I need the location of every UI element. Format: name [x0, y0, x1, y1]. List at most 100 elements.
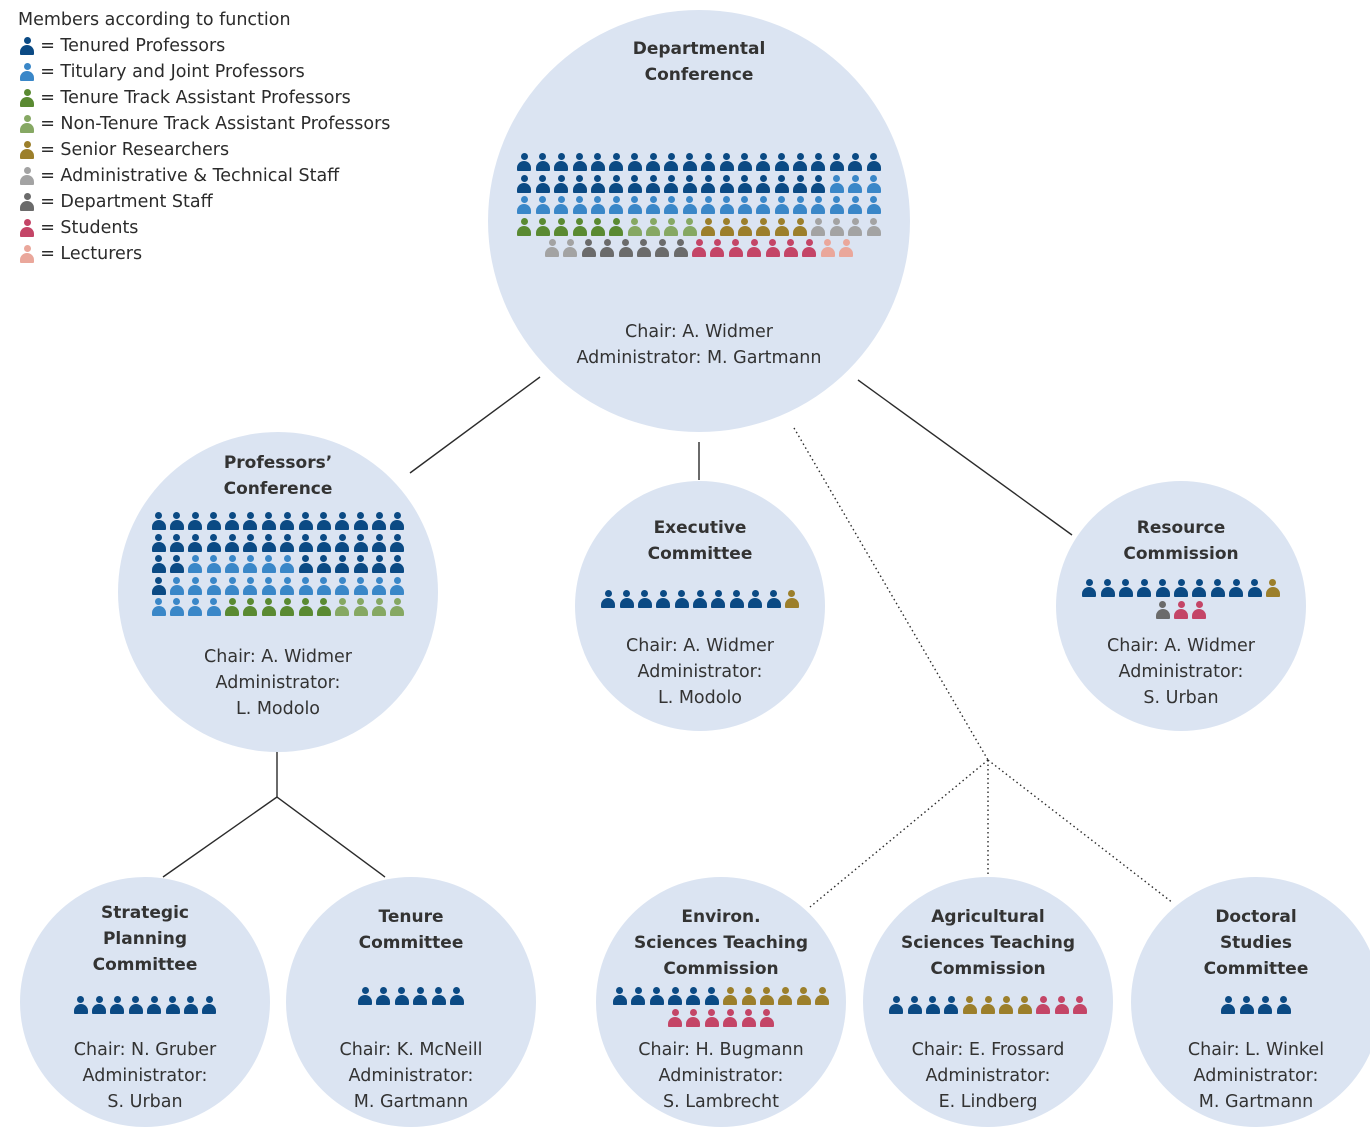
titulary-member-icon	[335, 576, 350, 595]
tenured-member-icon	[280, 512, 295, 530]
students-member-icon	[1192, 600, 1207, 619]
tenured-member-icon	[612, 987, 627, 1005]
tenured-member-icon	[637, 590, 652, 608]
body-title: Agricultural Sciences Teaching Commissio…	[900, 907, 1076, 979]
tenured-member-icon	[151, 555, 166, 573]
tenured-member-icon	[535, 174, 550, 193]
senior-member-icon	[759, 987, 774, 1005]
icon-row	[488, 196, 910, 218]
tenured-member-icon	[701, 153, 716, 171]
titulary-member-icon	[243, 576, 258, 595]
senior-member-icon	[741, 987, 756, 1005]
legend-label: = Tenured Professors	[40, 36, 226, 56]
titulary-member-icon	[774, 196, 789, 214]
titulary-member-icon	[243, 555, 258, 573]
students-member-icon	[759, 1008, 774, 1027]
dept-member-icon	[1155, 600, 1170, 619]
tenured-member-icon	[517, 153, 532, 171]
tenured-member-icon	[413, 987, 428, 1005]
lecturers-member-icon	[20, 245, 35, 263]
icon-row	[20, 996, 270, 1018]
senior-member-icon	[784, 590, 799, 608]
titulary-member-icon	[280, 576, 295, 595]
legend-label: = Students	[40, 218, 139, 238]
titulary-member-icon	[866, 196, 881, 214]
legend-items: = Tenured Professors= Titulary and Joint…	[18, 33, 390, 267]
ttap-member-icon	[280, 598, 295, 616]
admin-member-icon	[545, 239, 559, 257]
icon-row	[118, 512, 438, 534]
tenured-member-icon	[1192, 579, 1207, 597]
tenured-member-icon	[719, 153, 734, 171]
tenured-member-icon	[619, 590, 634, 608]
senior-member-icon	[999, 996, 1014, 1014]
tenured-member-icon	[811, 153, 826, 171]
tenured-member-icon	[554, 174, 569, 193]
icon-row	[118, 576, 438, 599]
legend-item-dept: = Department Staff	[18, 189, 390, 215]
tenured-member-icon	[390, 512, 405, 530]
admin-member-icon	[848, 217, 863, 236]
titulary-member-icon	[848, 196, 863, 214]
line-to-tenure	[276, 796, 386, 878]
titulary-member-icon	[188, 555, 203, 573]
titulary-member-icon	[169, 598, 184, 616]
nttap-member-icon	[20, 115, 35, 133]
resource-commission: Resource Commission Chair: A. Widmer Adm…	[1056, 481, 1306, 731]
students-member-icon	[728, 239, 743, 257]
titulary-member-icon	[848, 174, 863, 193]
tenured-member-icon	[1239, 996, 1254, 1014]
ttap-member-icon	[572, 217, 587, 236]
tenured-member-icon	[729, 590, 744, 608]
body-title: Tenure Committee	[358, 907, 464, 953]
tenured-member-icon	[517, 174, 532, 193]
titulary-member-icon	[756, 196, 771, 214]
legend-label: = Department Staff	[40, 192, 213, 212]
body-title: Resource Commission	[1123, 518, 1239, 564]
body-info: Chair: E. Frossard Administrator: E. Lin…	[911, 1040, 1065, 1112]
ttap-member-icon	[20, 89, 35, 107]
tenured-member-icon	[1276, 996, 1291, 1014]
students-member-icon	[765, 239, 780, 257]
tenured-member-icon	[353, 512, 368, 530]
students-member-icon	[686, 1008, 701, 1027]
ttap-member-icon	[609, 217, 624, 236]
icon-row	[118, 598, 438, 620]
tenured-member-icon	[431, 987, 446, 1005]
tenured-member-icon	[316, 512, 331, 530]
tenured-member-icon	[225, 512, 240, 530]
titulary-member-icon	[188, 576, 203, 595]
tenured-member-icon	[147, 996, 162, 1014]
titulary-member-icon	[590, 196, 605, 214]
students-member-icon	[704, 1008, 719, 1027]
tenured-member-icon	[682, 174, 697, 193]
titulary-member-icon	[316, 576, 331, 595]
body-info: Chair: L. Winkel Administrator: M. Gartm…	[1187, 1040, 1325, 1112]
tenured-member-icon	[535, 153, 550, 171]
titulary-member-icon	[280, 555, 295, 573]
tenured-member-icon	[183, 996, 198, 1014]
tenured-member-icon	[646, 153, 661, 171]
tenured-member-icon	[261, 512, 276, 530]
senior-member-icon	[1017, 996, 1032, 1014]
body-title: Departmental Conference	[632, 39, 766, 85]
admin-member-icon	[20, 167, 35, 185]
students-member-icon	[1072, 996, 1087, 1014]
tenured-member-icon	[889, 996, 904, 1014]
legend-item-ttap: = Tenure Track Assistant Professors	[18, 85, 390, 111]
tenured-member-icon	[1210, 579, 1225, 597]
tenured-member-icon	[169, 555, 184, 573]
tenured-member-icon	[572, 153, 587, 171]
tenured-member-icon	[243, 512, 258, 530]
legend-label: = Senior Researchers	[40, 140, 230, 160]
students-member-icon	[747, 239, 762, 257]
titulary-member-icon	[829, 196, 844, 214]
tenured-member-icon	[151, 533, 166, 552]
tenured-member-icon	[353, 533, 368, 552]
tenured-member-icon	[609, 153, 624, 171]
tenured-member-icon	[631, 987, 646, 1005]
senior-member-icon	[701, 217, 716, 236]
tenured-member-icon	[925, 996, 940, 1014]
students-member-icon	[692, 239, 706, 257]
tenured-member-icon	[151, 512, 166, 530]
